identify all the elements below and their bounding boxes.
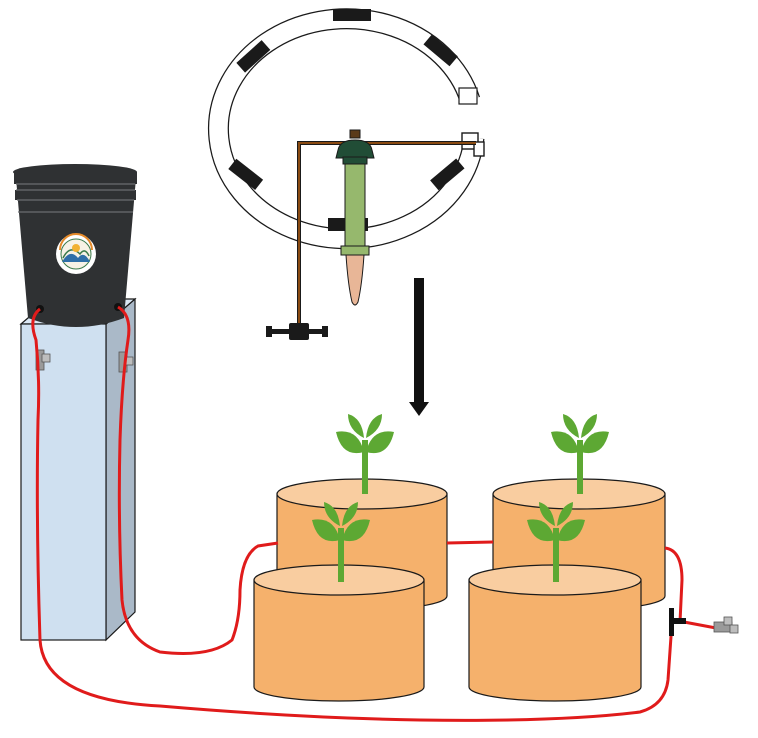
red-tubing bbox=[31, 305, 717, 722]
ring-emitter bbox=[423, 34, 458, 67]
seedling-icon bbox=[527, 502, 585, 582]
tube-right-drop bbox=[664, 546, 684, 623]
pot-front-left bbox=[253, 564, 425, 702]
ring-emitter bbox=[236, 40, 271, 73]
down-arrow bbox=[409, 278, 429, 416]
tee-connector-right bbox=[669, 608, 686, 636]
seedling-icon bbox=[336, 414, 394, 494]
ring-emitter bbox=[333, 9, 371, 21]
water-bucket bbox=[13, 164, 137, 327]
pot-front-right bbox=[468, 564, 642, 702]
ring-emitter bbox=[430, 158, 465, 191]
tube-to-valve bbox=[683, 620, 717, 630]
tube-main-loop bbox=[31, 307, 674, 722]
seedling-icon bbox=[312, 502, 370, 582]
drip-ring-inner bbox=[209, 9, 484, 248]
tee-connector bbox=[266, 323, 328, 340]
tube-between-pots bbox=[446, 540, 494, 545]
tube-feed bbox=[117, 305, 279, 655]
ring-end-cap bbox=[458, 87, 478, 105]
feeder-line bbox=[266, 141, 476, 340]
ring-clip-inner bbox=[473, 141, 485, 157]
valve-icon bbox=[713, 616, 739, 634]
valve-icon bbox=[35, 349, 51, 371]
ring-emitter bbox=[228, 158, 264, 190]
stand-front bbox=[20, 323, 107, 641]
watering-spike-icon bbox=[335, 129, 375, 306]
seedling-icon bbox=[551, 414, 609, 494]
feeder-tube-fill bbox=[298, 142, 476, 331]
sustainable-logo-icon bbox=[56, 233, 96, 274]
